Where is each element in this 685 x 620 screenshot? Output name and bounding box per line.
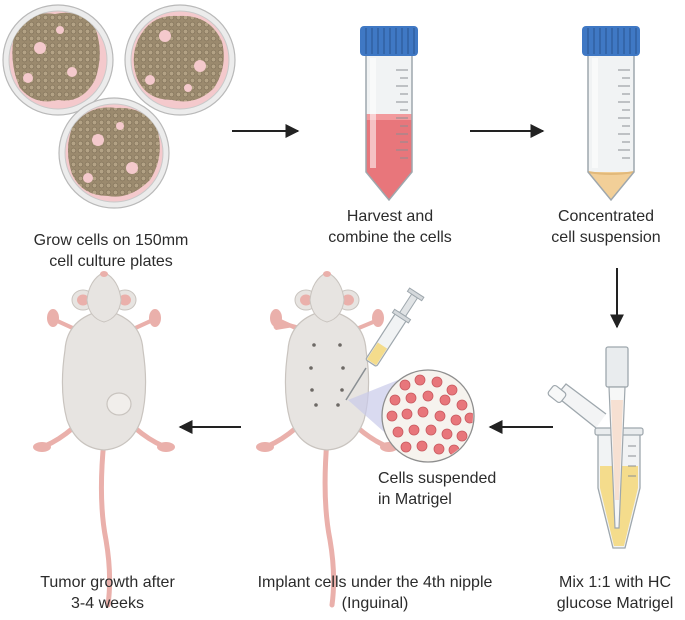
step-harvest-line1: Harvest and bbox=[346, 208, 434, 225]
culture-plate-1 bbox=[2, 4, 114, 116]
falcon-tube-concentrated bbox=[582, 26, 640, 202]
step-harvest-label: Harvest and combine the cells bbox=[305, 206, 475, 248]
falcon-tube-harvest bbox=[360, 26, 418, 202]
step-mix-line2: glucose Matrigel bbox=[556, 595, 674, 612]
callout-line2: in Matrigel bbox=[378, 491, 452, 508]
step-harvest-line2: combine the cells bbox=[328, 229, 452, 246]
mouse-tumor bbox=[33, 271, 175, 608]
step-tumor-label: Tumor growth after 3-4 weeks bbox=[15, 572, 200, 614]
culture-plate-3 bbox=[58, 97, 170, 209]
callout-line1: Cells suspended bbox=[378, 470, 497, 487]
step-grow-label: Grow cells on 150mm cell culture plates bbox=[6, 230, 216, 272]
microtube-with-pipette bbox=[547, 346, 644, 549]
step-implant-label: Implant cells under the 4th nipple (Ingu… bbox=[230, 572, 520, 614]
step-concentrated-label: Concentrated cell suspension bbox=[531, 206, 681, 248]
step-mix-label: Mix 1:1 with HC glucose Matrigel bbox=[545, 572, 685, 614]
step-grow-line1: Grow cells on 150mm bbox=[33, 232, 189, 249]
step-concentrated-line2: cell suspension bbox=[551, 229, 661, 246]
step-implant-line2: (Inguinal) bbox=[341, 595, 409, 612]
step-mix-line1: Mix 1:1 with HC bbox=[558, 574, 672, 591]
step-grow-line2: cell culture plates bbox=[49, 253, 173, 270]
mouse-implant bbox=[256, 271, 398, 608]
step-tumor-line1: Tumor growth after bbox=[40, 574, 175, 591]
syringe-icon bbox=[345, 287, 425, 401]
cells-zoom-callout bbox=[348, 369, 475, 463]
tumor-bump bbox=[106, 392, 132, 416]
step-tumor-line2: 3-4 weeks bbox=[71, 595, 144, 612]
step-concentrated-line1: Concentrated bbox=[557, 208, 655, 225]
step-implant-line1: Implant cells under the 4th nipple bbox=[257, 574, 493, 591]
culture-plate-2 bbox=[124, 4, 236, 116]
callout-label: Cells suspended in Matrigel bbox=[378, 468, 508, 510]
